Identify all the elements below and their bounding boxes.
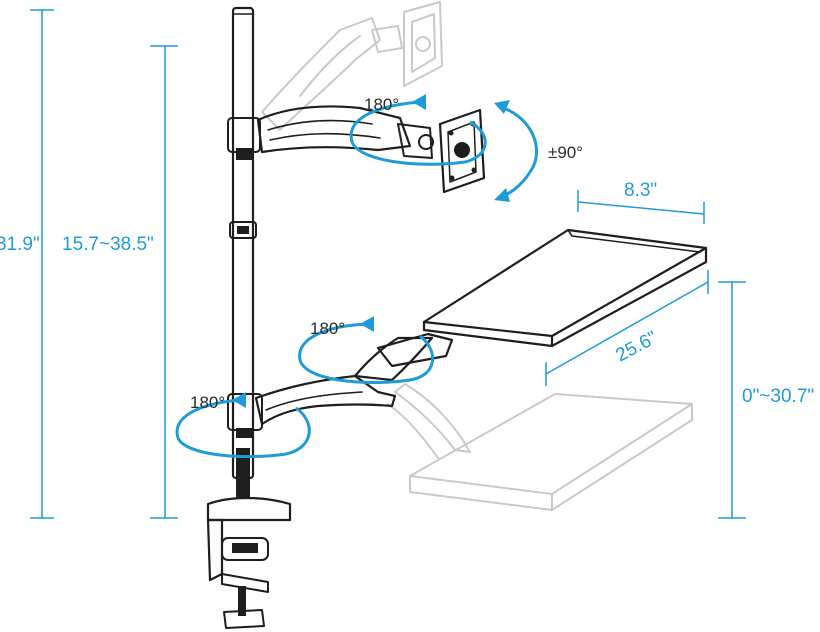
label-tray-swivel: 180° [310, 319, 345, 338]
desk-clamp [206, 448, 292, 629]
label-tray-depth: 8.3" [624, 180, 657, 201]
pole [229, 6, 257, 480]
keyboard-tray [422, 228, 708, 348]
label-monitor-swivel: 180° [364, 95, 399, 114]
ghost-lower-tray [387, 383, 693, 511]
label-total-height: 31.9" [0, 234, 40, 255]
ghost-upper-monitor-arm [261, 1, 443, 131]
monitor-tilt-arrow [494, 100, 539, 202]
label-tray-width: 25.6" [612, 327, 660, 366]
vesa-plate [438, 108, 486, 194]
dim-tray-depth [577, 190, 705, 224]
label-tray-height: 0"~30.7" [742, 386, 814, 407]
tray-swivel-arrow [298, 316, 435, 384]
dim-pole-range [150, 45, 178, 519]
label-pole-range: 15.7~38.5" [62, 234, 154, 255]
dim-tray-height [718, 281, 746, 519]
dim-total-height [30, 9, 54, 519]
dim-tray-width [545, 270, 709, 386]
monitor-swivel-arrow [349, 94, 487, 166]
label-monitor-tilt: ±90° [548, 143, 583, 162]
upper-monitor-arm [227, 105, 434, 160]
label-lower-arm-swivel: 180° [190, 393, 225, 412]
lower-arm [227, 332, 454, 438]
lower-arm-swivel-arrow [175, 392, 311, 459]
